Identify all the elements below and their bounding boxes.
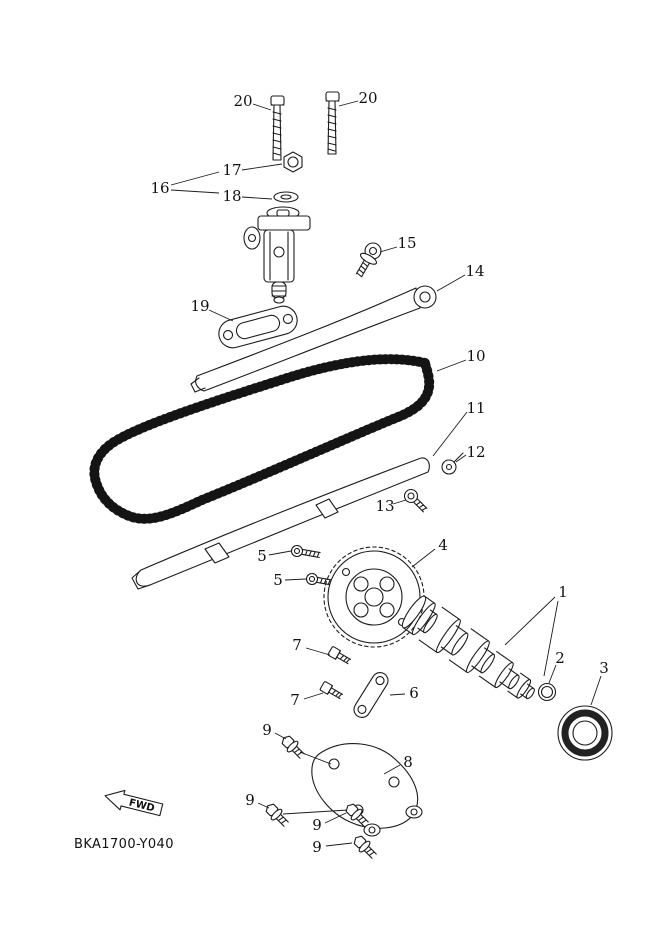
callout-14: 14: [465, 262, 484, 280]
bolt-7-lower: [319, 681, 344, 700]
bracket-plate-8: [282, 743, 423, 837]
timing-chain-10: [89, 354, 435, 524]
bolt-13: [403, 488, 428, 513]
callout-5-upper: 5: [257, 547, 267, 565]
callout-7-lower: 7: [290, 691, 300, 709]
bolt-9-a: [281, 735, 305, 759]
leader-lines: [170, 100, 602, 847]
chain-guide-upper-14: [190, 285, 437, 393]
bolt-20-left: [270, 95, 285, 161]
bolt-9-b: [265, 803, 289, 827]
callout-3: 3: [599, 659, 609, 677]
callout-6: 6: [409, 684, 419, 702]
callout-16: 16: [150, 179, 169, 197]
callout-9-c: 9: [312, 816, 322, 834]
callout-9-d: 9: [312, 838, 322, 856]
callout-7-upper: 7: [292, 636, 302, 654]
callout-1: 1: [558, 583, 568, 601]
diagram-code: BKA1700-Y040: [74, 837, 174, 852]
callout-8: 8: [403, 753, 413, 771]
callout-19: 19: [190, 297, 209, 315]
bolt-15: [355, 242, 382, 278]
callout-9-a: 9: [262, 721, 272, 739]
bolt-5-upper: [290, 544, 321, 559]
callout-20-right: 20: [358, 89, 377, 107]
bearing-3: [557, 705, 613, 761]
clip-12: [441, 452, 464, 475]
callout-13: 13: [375, 497, 394, 515]
callout-18: 18: [222, 187, 241, 205]
bolt-5-lower: [305, 572, 336, 587]
tensioner-assembly: [243, 151, 311, 304]
callout-12: 12: [466, 443, 485, 461]
callout-10: 10: [466, 347, 485, 365]
chain-guide-lower-11: [131, 457, 430, 590]
callouts: 20 20 17 16 18 15 14 19 10 11 12 13 5 5 …: [150, 89, 608, 856]
bolt-7-upper: [327, 646, 352, 665]
callout-11: 11: [466, 399, 485, 417]
bolt-9-c: [345, 803, 369, 827]
camshaft-1: [401, 595, 535, 700]
o-ring-2: [537, 682, 557, 702]
retainer-plate-6: [353, 672, 389, 718]
cam-sprocket-4: [323, 546, 425, 648]
bolt-20-right: [325, 91, 340, 155]
callout-4: 4: [438, 536, 448, 554]
callout-20-left: 20: [233, 92, 252, 110]
fwd-label: FWD: [128, 797, 156, 814]
callout-5-lower: 5: [273, 571, 283, 589]
callout-9-b: 9: [245, 791, 255, 809]
callout-2: 2: [555, 649, 565, 667]
callout-17: 17: [222, 161, 241, 179]
gasket-19: [218, 305, 298, 349]
bolt-9-d: [353, 835, 377, 859]
fwd-arrow: FWD: [104, 789, 164, 817]
callout-15: 15: [397, 234, 416, 252]
